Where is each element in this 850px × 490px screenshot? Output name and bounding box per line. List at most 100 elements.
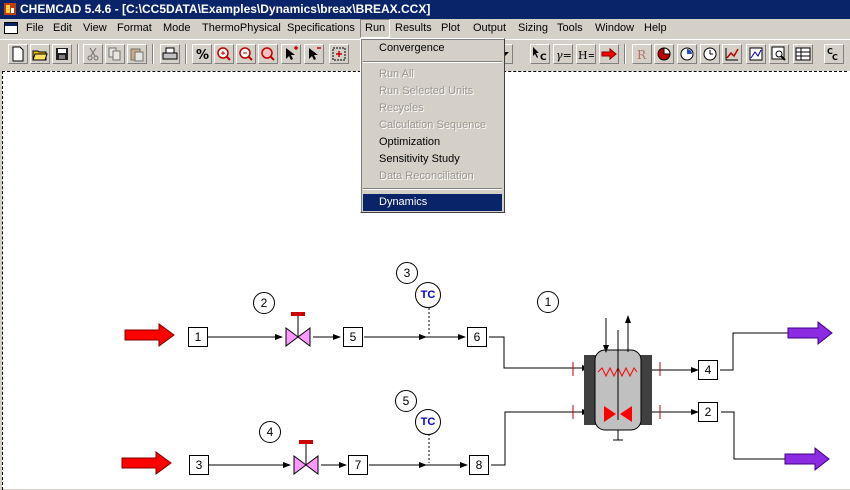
stream-box-5[interactable]: 5 [343,327,363,347]
menu-specifications[interactable]: Specifications [287,22,355,34]
plot-icon [749,47,763,61]
cc-icon: CC [827,47,838,62]
run-menu-data-reconciliation[interactable]: Data Reconciliation [379,170,474,182]
menu-file[interactable]: File [26,22,44,34]
pie-icon [657,47,671,61]
zoom-window-button[interactable] [258,44,278,64]
stream-box-8[interactable]: 8 [469,455,489,475]
feed-arrow-3[interactable] [121,451,172,475]
enthalpy-button[interactable]: H= [576,44,596,64]
document-system-icon[interactable] [4,22,18,34]
copy-icon [108,47,121,61]
run-button[interactable] [599,44,619,64]
run-arrow-icon [601,47,617,61]
run-menu-recycles[interactable]: Recycles [379,102,424,114]
zoom-plot-button[interactable] [769,44,789,64]
run-menu-calculation-sequence[interactable]: Calculation Sequence [379,119,487,131]
run-dropdown-menu: Convergence Run All Run Selected Units R… [360,38,505,213]
product-arrow-4[interactable] [787,320,833,346]
timer-icon [703,47,717,61]
menu-format[interactable]: Format [117,22,152,34]
control-valve-4[interactable] [293,440,319,475]
select-add-icon [286,46,298,60]
report-button[interactable]: R [632,44,652,64]
paste-icon [130,48,144,62]
enthalpy-icon: H= [578,49,594,62]
select-remove-icon [309,47,321,60]
cut-button[interactable] [83,44,103,64]
open-button[interactable] [30,44,50,64]
unit-label-5[interactable]: 5 [395,390,417,412]
menu-run[interactable]: Run [360,19,391,38]
run-menu-optimization[interactable]: Optimization [379,136,441,148]
product-arrow-2[interactable] [784,446,830,472]
zoom-out-button[interactable] [236,44,256,64]
stream-box-6[interactable]: 6 [467,327,487,347]
toolbar-separator [185,44,187,64]
run-menu-sensitivity-study[interactable]: Sensitivity Study [379,153,460,165]
percent-button[interactable]: % [192,44,212,64]
feed-arrow-1[interactable] [124,323,175,347]
new-icon [12,46,24,62]
unit-label-3[interactable]: 3 [396,262,418,284]
svg-text:R: R [637,48,647,62]
new-button[interactable] [8,44,28,64]
select-remove-button[interactable] [304,44,324,64]
stream-line-top [208,308,590,371]
menu-window[interactable]: Window [595,22,635,34]
table-button[interactable] [793,44,813,64]
menu-view[interactable]: View [83,22,107,34]
stream-box-4[interactable]: 4 [698,360,718,380]
zoom-in-button[interactable] [214,44,234,64]
chemcad-app-icon[interactable] [3,2,17,16]
run-menu-convergence[interactable]: Convergence [379,42,445,54]
menu-sizing[interactable]: Sizing [518,22,548,34]
menu-output[interactable]: Output [473,22,507,34]
copy-button[interactable] [105,44,125,64]
svg-text:γ=: γ= [556,49,571,62]
unit-label-1[interactable]: 1 [537,291,559,313]
menu-help[interactable]: Help [644,22,667,34]
run-menu-run-all[interactable]: Run All [379,68,414,80]
gamma-button[interactable]: γ= [553,44,573,64]
percent-icon: % [196,48,209,62]
cut-icon [87,47,99,61]
select-add-button[interactable] [281,44,301,64]
temperature-controller-5[interactable]: TC [415,409,441,435]
menu-separator [363,188,502,190]
select-box-button[interactable] [329,44,349,64]
stream-box-1[interactable]: 1 [188,327,208,347]
stirred-tank-reactor[interactable] [572,315,661,441]
pointer-c-icon: C [533,47,547,62]
print-button[interactable] [160,44,180,64]
menu-mode[interactable]: Mode [163,22,191,34]
run-menu-dynamics[interactable]: Dynamics [363,194,502,211]
paste-button[interactable] [127,44,147,64]
clock-button[interactable] [677,44,697,64]
menu-results[interactable]: Results [395,22,432,34]
menu-bar: File Edit View Format Mode ThermoPhysica… [0,19,850,38]
menu-edit[interactable]: Edit [53,22,72,34]
menu-plot[interactable]: Plot [441,22,460,34]
plot-button[interactable] [746,44,766,64]
control-valve-2[interactable] [285,312,311,347]
pointer-c-button[interactable]: C [530,44,550,64]
chart-button[interactable] [722,44,742,64]
stream-box-7[interactable]: 7 [348,455,368,475]
save-button[interactable] [52,44,72,64]
timer-button[interactable] [700,44,720,64]
temperature-controller-3[interactable]: TC [415,282,441,308]
select-box-icon [332,47,346,61]
menu-thermophysical[interactable]: ThermoPhysical [202,22,281,34]
menu-tools[interactable]: Tools [557,22,583,34]
stream-box-3[interactable]: 3 [189,455,209,475]
stream-box-2[interactable]: 2 [698,402,718,422]
run-menu-run-selected-units[interactable]: Run Selected Units [379,85,474,97]
zoom-plot-icon [771,46,786,61]
open-icon [32,50,48,61]
unit-label-2[interactable]: 2 [253,292,275,314]
unit-label-4[interactable]: 4 [259,421,281,443]
pie-chart-button[interactable] [654,44,674,64]
